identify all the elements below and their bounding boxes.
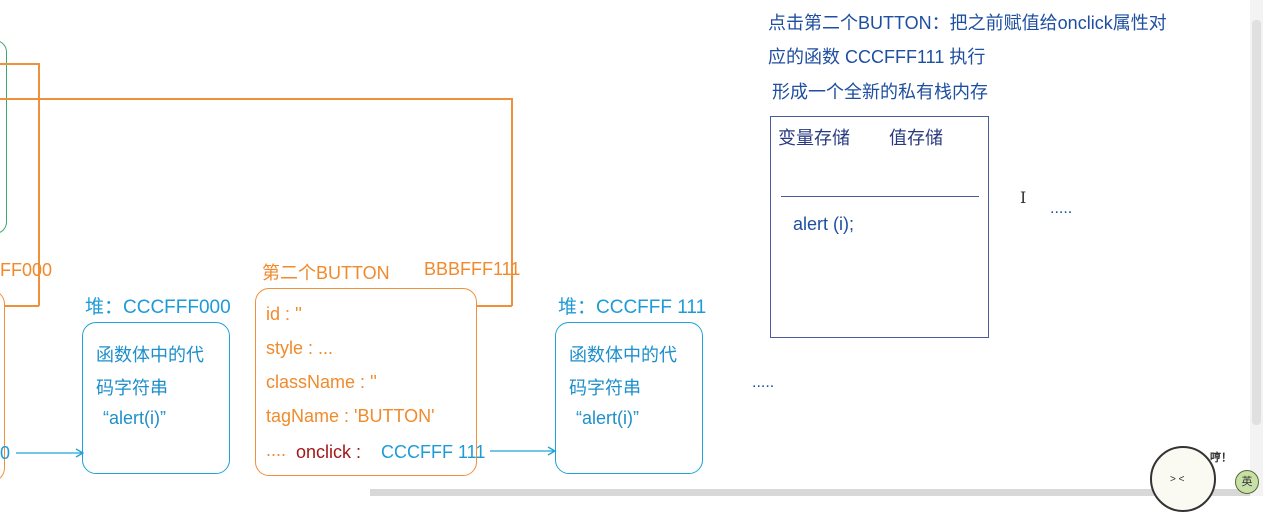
- scrollbar-thumb[interactable]: [1252, 20, 1261, 425]
- prop-ellipsis: ....: [266, 440, 287, 460]
- stack-divider: [781, 196, 979, 197]
- note-line2: 应的函数 CCCFFF111 执行: [768, 47, 986, 67]
- ellipsis-middle: .....: [752, 374, 775, 391]
- note-line3: 形成一个全新的私有栈内存: [772, 82, 988, 102]
- heap2-title: 堆：CCCFFF 111: [558, 297, 707, 318]
- button2-address: BBBFFF111: [424, 259, 521, 279]
- heap2-line3: “alert(i)”: [576, 408, 639, 428]
- private-stack-box: 变量存储 值存储 alert (i);: [770, 116, 989, 338]
- prop-onclick-value: CCCFFF 111: [381, 442, 486, 462]
- ellipsis-right: .....: [1050, 200, 1073, 217]
- horizontal-scrollbar[interactable]: [370, 489, 1250, 496]
- mascot-avatar-icon[interactable]: > <: [1150, 446, 1216, 512]
- button2-title: 第二个BUTTON: [262, 263, 390, 283]
- heap2-box: 函数体中的代 码字符串 “alert(i)”: [555, 322, 703, 474]
- note-line1: 点击第二个BUTTON：把之前赋值给onclick属性对: [768, 13, 1167, 33]
- prop-tagname: tagName : 'BUTTON': [266, 406, 435, 426]
- prop-id: id : '': [266, 304, 302, 324]
- heap1-line1: 函数体中的代: [96, 345, 204, 365]
- prop-classname: className : '': [266, 372, 377, 392]
- arrow-to-heap2: [490, 446, 557, 456]
- left-address-label: FF000: [0, 260, 53, 280]
- heap1-box: 函数体中的代 码字符串 “alert(i)”: [82, 322, 230, 474]
- language-badge[interactable]: 英: [1235, 470, 1259, 494]
- stack-content: alert (i);: [793, 214, 855, 234]
- left-value-label: 0: [0, 443, 11, 463]
- connector-line: [0, 63, 39, 65]
- connector-line: [477, 305, 512, 307]
- arrow-to-heap1: [16, 448, 85, 458]
- stack-header-values: 值存储: [889, 128, 943, 148]
- connector-line: [38, 63, 40, 306]
- vertical-scrollbar[interactable]: [1250, 0, 1263, 496]
- heap2-line2: 码字符串: [569, 378, 641, 398]
- left-green-shape: [0, 40, 7, 234]
- stack-header-variables: 变量存储: [778, 128, 850, 148]
- heap1-title: 堆：CCCFFF000: [85, 297, 231, 318]
- prop-onclick-key: onclick :: [296, 442, 362, 462]
- heap1-line2: 码字符串: [96, 378, 168, 398]
- connector-line: [4, 305, 39, 307]
- heap2-line1: 函数体中的代: [569, 345, 677, 365]
- connector-line: [0, 98, 512, 100]
- button2-object-box: id : '' style : ... className : '' tagNa…: [255, 288, 485, 476]
- connector-line: [511, 98, 513, 306]
- mascot-face: > <: [1170, 474, 1185, 485]
- text-cursor-icon: I: [1020, 188, 1027, 207]
- heap1-line3: “alert(i)”: [103, 408, 166, 428]
- prop-style: style : ...: [266, 338, 334, 358]
- mascot-speech: 哼！: [1210, 452, 1232, 464]
